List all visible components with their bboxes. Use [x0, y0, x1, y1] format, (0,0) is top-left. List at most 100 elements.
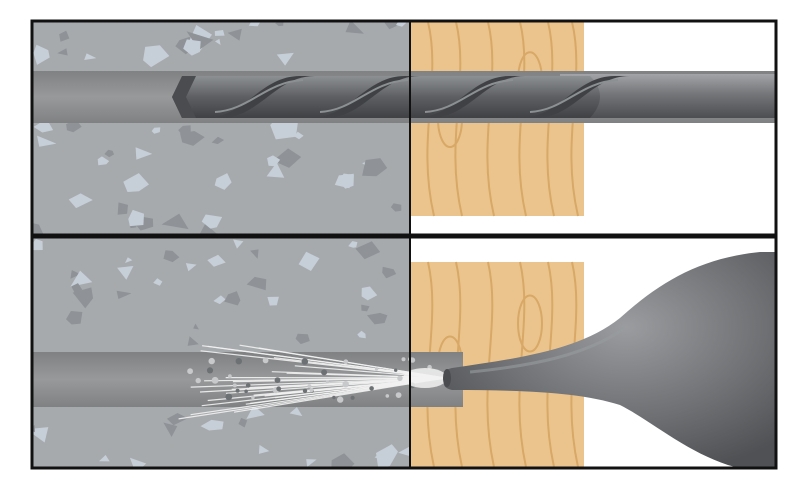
aggregate-stone	[227, 28, 242, 41]
panel-frame-top	[30, 19, 778, 237]
debris-particle	[208, 357, 215, 365]
aggregate-stone	[276, 52, 294, 66]
debris-particle	[337, 396, 344, 403]
drill-flutes	[205, 76, 630, 118]
debris-particle	[245, 383, 251, 388]
aggregate-stone	[37, 135, 57, 147]
flute	[520, 76, 630, 118]
aggregate-stone	[215, 38, 221, 45]
grain-line	[486, 261, 495, 467]
debris-particle	[276, 386, 282, 392]
aggregate-stone	[68, 193, 93, 209]
debris-particle	[211, 376, 219, 384]
aggregate-stone	[306, 459, 317, 467]
debris-particle	[251, 395, 255, 400]
aggregate-stone	[213, 295, 226, 305]
aggregate-stone	[357, 330, 366, 339]
aggregate-stone	[390, 203, 402, 212]
aggregate-stone	[57, 48, 68, 56]
debris-particle	[385, 394, 390, 398]
debris-particle	[325, 380, 329, 384]
debris-particle	[301, 358, 309, 365]
panel-drilling	[33, 22, 775, 234]
aggregate-stone	[238, 417, 248, 428]
debris-particle	[307, 384, 312, 389]
aggregate-stone	[211, 136, 225, 145]
flute-highlight	[319, 79, 409, 113]
aggregate-stone	[289, 407, 303, 417]
aggregate-stone	[123, 173, 149, 192]
aggregate-stone	[339, 173, 354, 189]
aggregate-stone	[161, 213, 189, 230]
aggregate-stone	[361, 286, 378, 301]
aggregate-stone	[376, 444, 398, 467]
flute-highlight	[529, 79, 619, 113]
aggregate-stone	[187, 336, 199, 346]
aggregate-stone	[250, 249, 259, 259]
dust-spray	[178, 344, 447, 420]
debris-particle	[195, 377, 201, 384]
aggregate-stone	[207, 254, 226, 267]
aggregate-stone	[178, 125, 191, 134]
aggregate-stone	[294, 131, 304, 140]
flute	[310, 76, 420, 118]
debris-particle	[235, 388, 240, 393]
aggregate-stone	[384, 22, 399, 30]
aggregate-stone	[298, 251, 320, 271]
aggregate-stone	[246, 276, 267, 291]
aggregate-stone	[361, 304, 370, 312]
aggregate-stone	[33, 239, 43, 251]
aggregate-stone	[367, 312, 388, 325]
aggregate-stone	[200, 419, 224, 431]
aggregate-stone	[266, 162, 285, 178]
debris-particle	[397, 375, 403, 381]
concrete-aggregate	[33, 239, 414, 467]
dust-streak	[200, 350, 446, 379]
debris-particle	[274, 377, 281, 383]
aggregate-stone	[295, 333, 310, 345]
debris-particle	[321, 369, 328, 376]
aggregate-stone	[193, 323, 199, 330]
aggregate-stone	[99, 455, 110, 462]
aggregate-stone	[382, 266, 397, 279]
concrete-block	[33, 22, 410, 234]
aggregate-stone	[224, 291, 241, 306]
aggregate-stone	[129, 457, 147, 467]
drill-bit-icon	[172, 76, 630, 118]
debris-particle	[350, 395, 355, 400]
debris-particle	[332, 395, 336, 400]
aggregate-stone	[183, 39, 201, 56]
debris-particle	[374, 367, 379, 371]
debris-particle	[401, 357, 406, 362]
debris-particle	[187, 368, 194, 375]
flute-highlight	[214, 79, 304, 113]
aggregate-stone	[186, 31, 214, 50]
debris-particle	[409, 357, 416, 363]
flute	[205, 76, 315, 118]
debris-particle	[232, 383, 237, 388]
aggregate-stone	[135, 147, 153, 160]
aggregate-stone	[153, 278, 163, 286]
aggregate-stone	[33, 44, 50, 65]
aggregate-stone	[199, 223, 217, 234]
aggregate-stone	[348, 241, 358, 248]
dust-streak	[202, 345, 446, 379]
aggregate-stone	[185, 263, 197, 272]
debris-particle	[395, 392, 402, 398]
aggregate-stone	[104, 149, 115, 158]
flute	[415, 76, 525, 118]
aggregate-stone	[331, 453, 355, 467]
aggregate-stone	[59, 30, 70, 42]
blower-nozzle-icon	[443, 252, 775, 467]
wood-knot	[517, 294, 543, 353]
aggregate-stone	[355, 241, 381, 260]
debris-particle	[394, 368, 398, 372]
aggregate-stone	[70, 270, 81, 279]
aggregate-stone	[116, 290, 132, 299]
aggregate-stone	[97, 156, 110, 166]
debris-particle	[302, 388, 308, 393]
debris-particle	[342, 381, 349, 388]
aggregate-stone	[166, 413, 188, 426]
